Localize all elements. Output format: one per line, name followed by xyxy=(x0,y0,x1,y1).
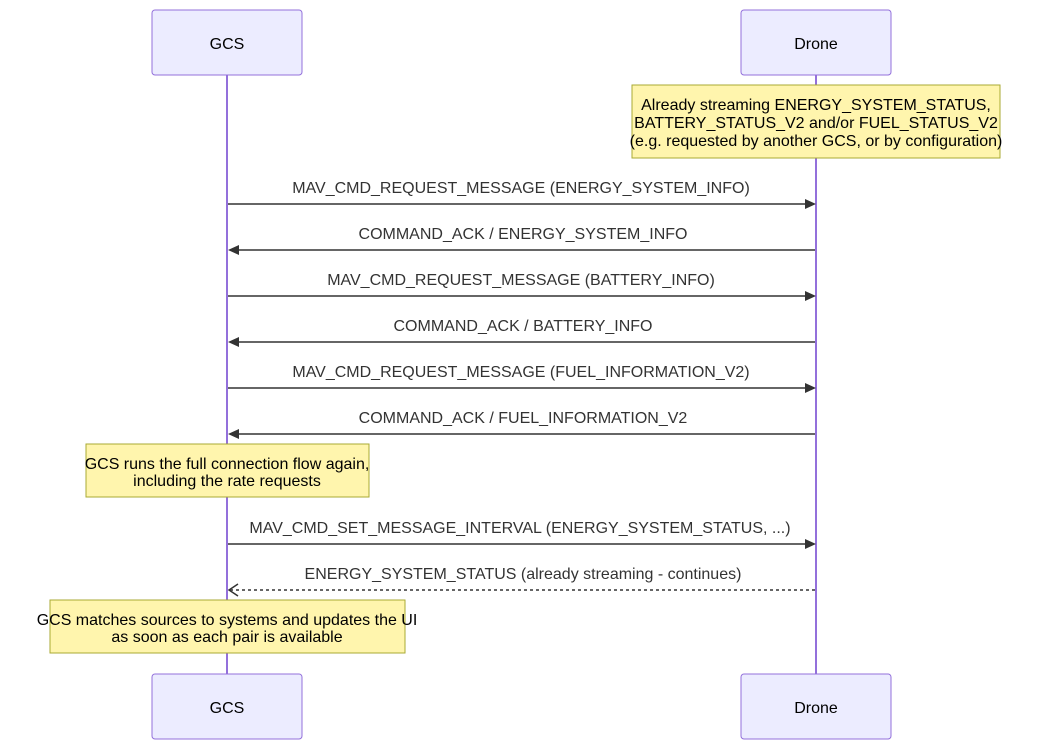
actor-gcs-bottom-label: GCS xyxy=(210,700,245,717)
note-line: GCS runs the full connection flow again, xyxy=(85,456,370,473)
message-ack-fuel-information: COMMAND_ACK / FUEL_INFORMATION_V2 xyxy=(228,410,815,439)
actor-drone-top: Drone xyxy=(740,9,892,76)
message-request-fuel-information: MAV_CMD_REQUEST_MESSAGE (FUEL_INFORMATIO… xyxy=(228,364,816,393)
note-line: Already streaming ENERGY_SYSTEM_STATUS, xyxy=(641,97,991,114)
note-connection-flow-again: GCS runs the full connection flow again,… xyxy=(85,443,370,498)
note-already-streaming: Already streaming ENERGY_SYSTEM_STATUS, … xyxy=(630,84,1003,159)
open-arrowhead-icon xyxy=(227,583,239,597)
arrowhead-icon xyxy=(228,429,239,439)
arrowhead-icon xyxy=(805,199,816,209)
arrowhead-icon xyxy=(805,291,816,301)
actor-gcs-bottom: GCS xyxy=(151,673,303,740)
message-label: COMMAND_ACK / FUEL_INFORMATION_V2 xyxy=(359,410,688,427)
arrowhead-icon xyxy=(805,539,816,549)
actor-gcs-top: GCS xyxy=(151,9,303,76)
message-request-energy-system-info: MAV_CMD_REQUEST_MESSAGE (ENERGY_SYSTEM_I… xyxy=(228,180,816,209)
actor-gcs-top-label: GCS xyxy=(210,36,245,53)
message-label: COMMAND_ACK / BATTERY_INFO xyxy=(394,318,653,335)
note-matches-sources: GCS matches sources to systems and updat… xyxy=(37,599,418,654)
note-line: BATTERY_STATUS_V2 and/or FUEL_STATUS_V2 xyxy=(634,115,998,132)
message-energy-system-status-stream: ENERGY_SYSTEM_STATUS (already streaming … xyxy=(227,566,815,597)
arrowhead-icon xyxy=(228,245,239,255)
message-ack-energy-system-info: COMMAND_ACK / ENERGY_SYSTEM_INFO xyxy=(228,226,815,255)
message-label: COMMAND_ACK / ENERGY_SYSTEM_INFO xyxy=(359,226,688,243)
message-label: MAV_CMD_REQUEST_MESSAGE (ENERGY_SYSTEM_I… xyxy=(292,180,750,197)
arrowhead-icon xyxy=(228,337,239,347)
message-label: MAV_CMD_SET_MESSAGE_INTERVAL (ENERGY_SYS… xyxy=(249,520,790,537)
note-line: as soon as each pair is available xyxy=(111,629,342,646)
actor-drone-bottom: Drone xyxy=(740,673,892,740)
actor-drone-top-label: Drone xyxy=(794,36,838,53)
message-label: ENERGY_SYSTEM_STATUS (already streaming … xyxy=(305,566,742,583)
arrowhead-icon xyxy=(805,383,816,393)
message-label: MAV_CMD_REQUEST_MESSAGE (FUEL_INFORMATIO… xyxy=(292,364,749,381)
message-label: MAV_CMD_REQUEST_MESSAGE (BATTERY_INFO) xyxy=(327,272,715,289)
note-line: including the rate requests xyxy=(133,473,321,490)
actor-drone-bottom-label: Drone xyxy=(794,700,838,717)
note-line: GCS matches sources to systems and updat… xyxy=(37,612,418,629)
message-request-battery-info: MAV_CMD_REQUEST_MESSAGE (BATTERY_INFO) xyxy=(228,272,816,301)
note-line: (e.g. requested by another GCS, or by co… xyxy=(630,133,1003,150)
message-ack-battery-info: COMMAND_ACK / BATTERY_INFO xyxy=(228,318,815,347)
message-set-message-interval: MAV_CMD_SET_MESSAGE_INTERVAL (ENERGY_SYS… xyxy=(228,520,816,549)
